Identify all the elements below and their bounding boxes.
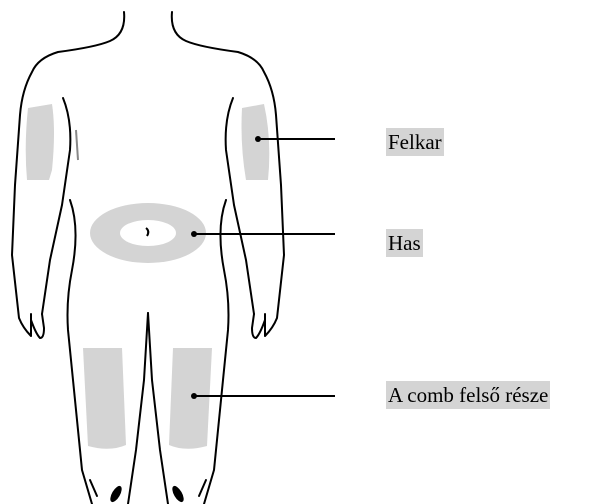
thigh-label: A comb felső része [386,381,550,409]
thigh-pointer-dot [191,393,197,399]
right-knee-cap [170,484,186,504]
left-thigh-zone [83,348,126,449]
left-knee-mark [90,480,97,496]
upper-arm-label: Felkar [386,128,444,156]
side-mark [76,130,78,160]
left-inner-leg [128,313,148,504]
right-hand [252,314,265,338]
right-knee-mark [199,480,206,496]
knee-caps [108,484,186,504]
abdomen-pointer-dot [191,231,197,237]
right-thigh-zone [169,348,212,449]
right-inner-leg [148,313,168,504]
right-upper-arm-zone [242,104,270,180]
left-knee-cap [108,484,124,504]
left-hand [31,314,44,338]
injection-zones [26,104,270,449]
abdomen-label: Has [386,229,423,257]
upper-arm-pointer-dot [255,136,261,142]
left-upper-arm-zone [26,104,54,180]
